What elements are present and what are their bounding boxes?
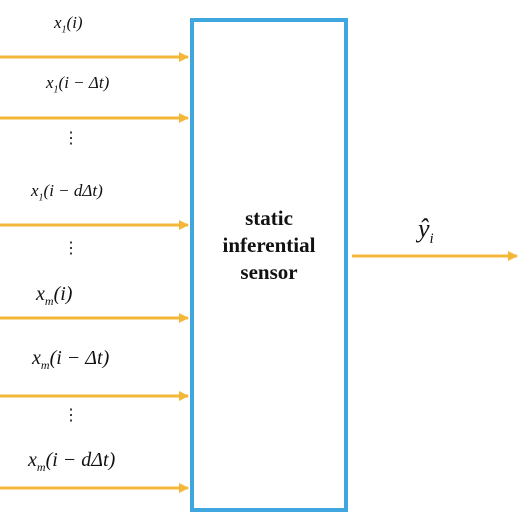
input-label-2: x1(i − Δt) <box>46 73 110 96</box>
input-label-3: x1(i − dΔt) <box>31 181 103 204</box>
input-label-5: xm(i − Δt) <box>32 347 110 372</box>
ellipsis-1: ⋮ <box>63 130 79 147</box>
input-label-6: xm(i − dΔt) <box>28 449 116 474</box>
inferential-sensor-block <box>190 18 348 512</box>
input-label-4: xm(i) <box>36 283 73 308</box>
input-label-1: x1(i) <box>54 13 83 36</box>
ellipsis-3: ⋮ <box>63 407 79 424</box>
output-label: ŷi <box>418 214 434 248</box>
ellipsis-2: ⋮ <box>63 240 79 257</box>
block-label-text: static inferential sensor <box>222 206 316 284</box>
block-label: static inferential sensor <box>190 205 348 286</box>
